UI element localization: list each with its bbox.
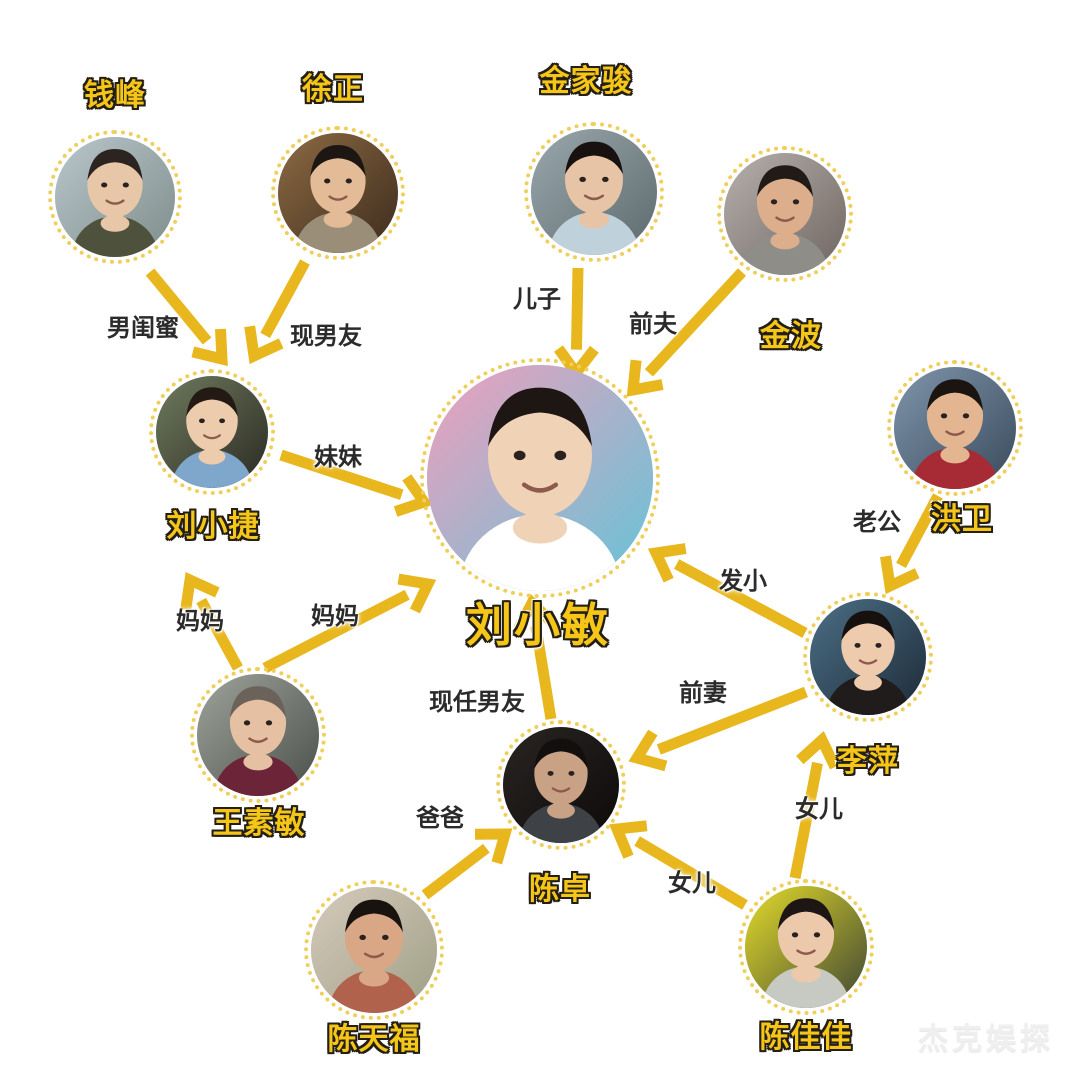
relationship-label-e13: 女儿 — [668, 870, 716, 897]
relationship-label-e3: 儿子 — [513, 286, 561, 313]
person-ring-liping — [803, 592, 933, 722]
relationship-label-e8: 老公 — [853, 509, 901, 536]
relationship-label-e9: 发小 — [719, 568, 767, 595]
person-node-chenzhuo[interactable] — [496, 720, 626, 850]
person-name-jinbo: 金波 — [760, 320, 822, 353]
relationship-label-e12: 爸爸 — [416, 805, 464, 832]
person-ring-jinbo — [717, 146, 853, 282]
person-ring-qianfeng — [48, 130, 182, 264]
person-node-jinbo[interactable] — [717, 146, 853, 282]
person-name-xuzheng: 徐正 — [302, 73, 364, 106]
person-node-liuxiaojie[interactable] — [149, 369, 275, 495]
person-node-liuxiaomin[interactable] — [420, 358, 660, 598]
person-ring-chentianfu — [304, 880, 444, 1020]
person-node-chentianfu[interactable] — [304, 880, 444, 1020]
person-node-wangsumin[interactable] — [190, 667, 326, 803]
person-node-liping[interactable] — [803, 592, 933, 722]
person-ring-liuxiaomin — [420, 358, 660, 598]
person-name-chenjiajia: 陈佳佳 — [759, 1021, 853, 1054]
person-node-qianfeng[interactable] — [48, 130, 182, 264]
person-name-jinjiajun: 金家骏 — [539, 65, 633, 98]
person-node-jinjiajun[interactable] — [524, 122, 664, 262]
relationship-label-e11: 现任男友 — [429, 689, 525, 716]
person-name-hongwei: 洪卫 — [931, 503, 993, 536]
person-ring-jinjiajun — [524, 122, 664, 262]
person-name-wangsumin: 王素敏 — [212, 807, 306, 840]
relationship-label-e10: 前妻 — [679, 680, 727, 707]
relationship-label-e5: 妹妹 — [314, 444, 362, 471]
person-name-liping: 李萍 — [837, 745, 899, 778]
person-name-liuxiaojie: 刘小捷 — [166, 510, 260, 543]
person-name-liuxiaomin: 刘小敏 — [466, 599, 610, 651]
person-node-xuzheng[interactable] — [271, 126, 405, 260]
person-ring-wangsumin — [190, 667, 326, 803]
person-ring-xuzheng — [271, 126, 405, 260]
person-ring-chenjiajia — [738, 879, 874, 1015]
relationship-label-e6: 妈妈 — [176, 608, 224, 635]
person-ring-hongwei — [887, 360, 1023, 496]
person-name-chentianfu: 陈天福 — [327, 1023, 421, 1056]
person-name-chenzhuo: 陈卓 — [529, 873, 591, 906]
person-node-chenjiajia[interactable] — [738, 879, 874, 1015]
person-ring-chenzhuo — [496, 720, 626, 850]
person-name-qianfeng: 钱峰 — [84, 79, 146, 112]
relationship-label-e14: 女儿 — [795, 796, 843, 823]
watermark: 杰克娱探 — [918, 1023, 1054, 1056]
person-node-hongwei[interactable] — [887, 360, 1023, 496]
relationship-label-e1: 男闺蜜 — [107, 315, 179, 342]
relationship-label-e4: 前夫 — [629, 311, 677, 338]
relationship-label-e2: 现男友 — [290, 323, 362, 350]
relationship-label-e7: 妈妈 — [311, 603, 359, 630]
person-ring-liuxiaojie — [149, 369, 275, 495]
